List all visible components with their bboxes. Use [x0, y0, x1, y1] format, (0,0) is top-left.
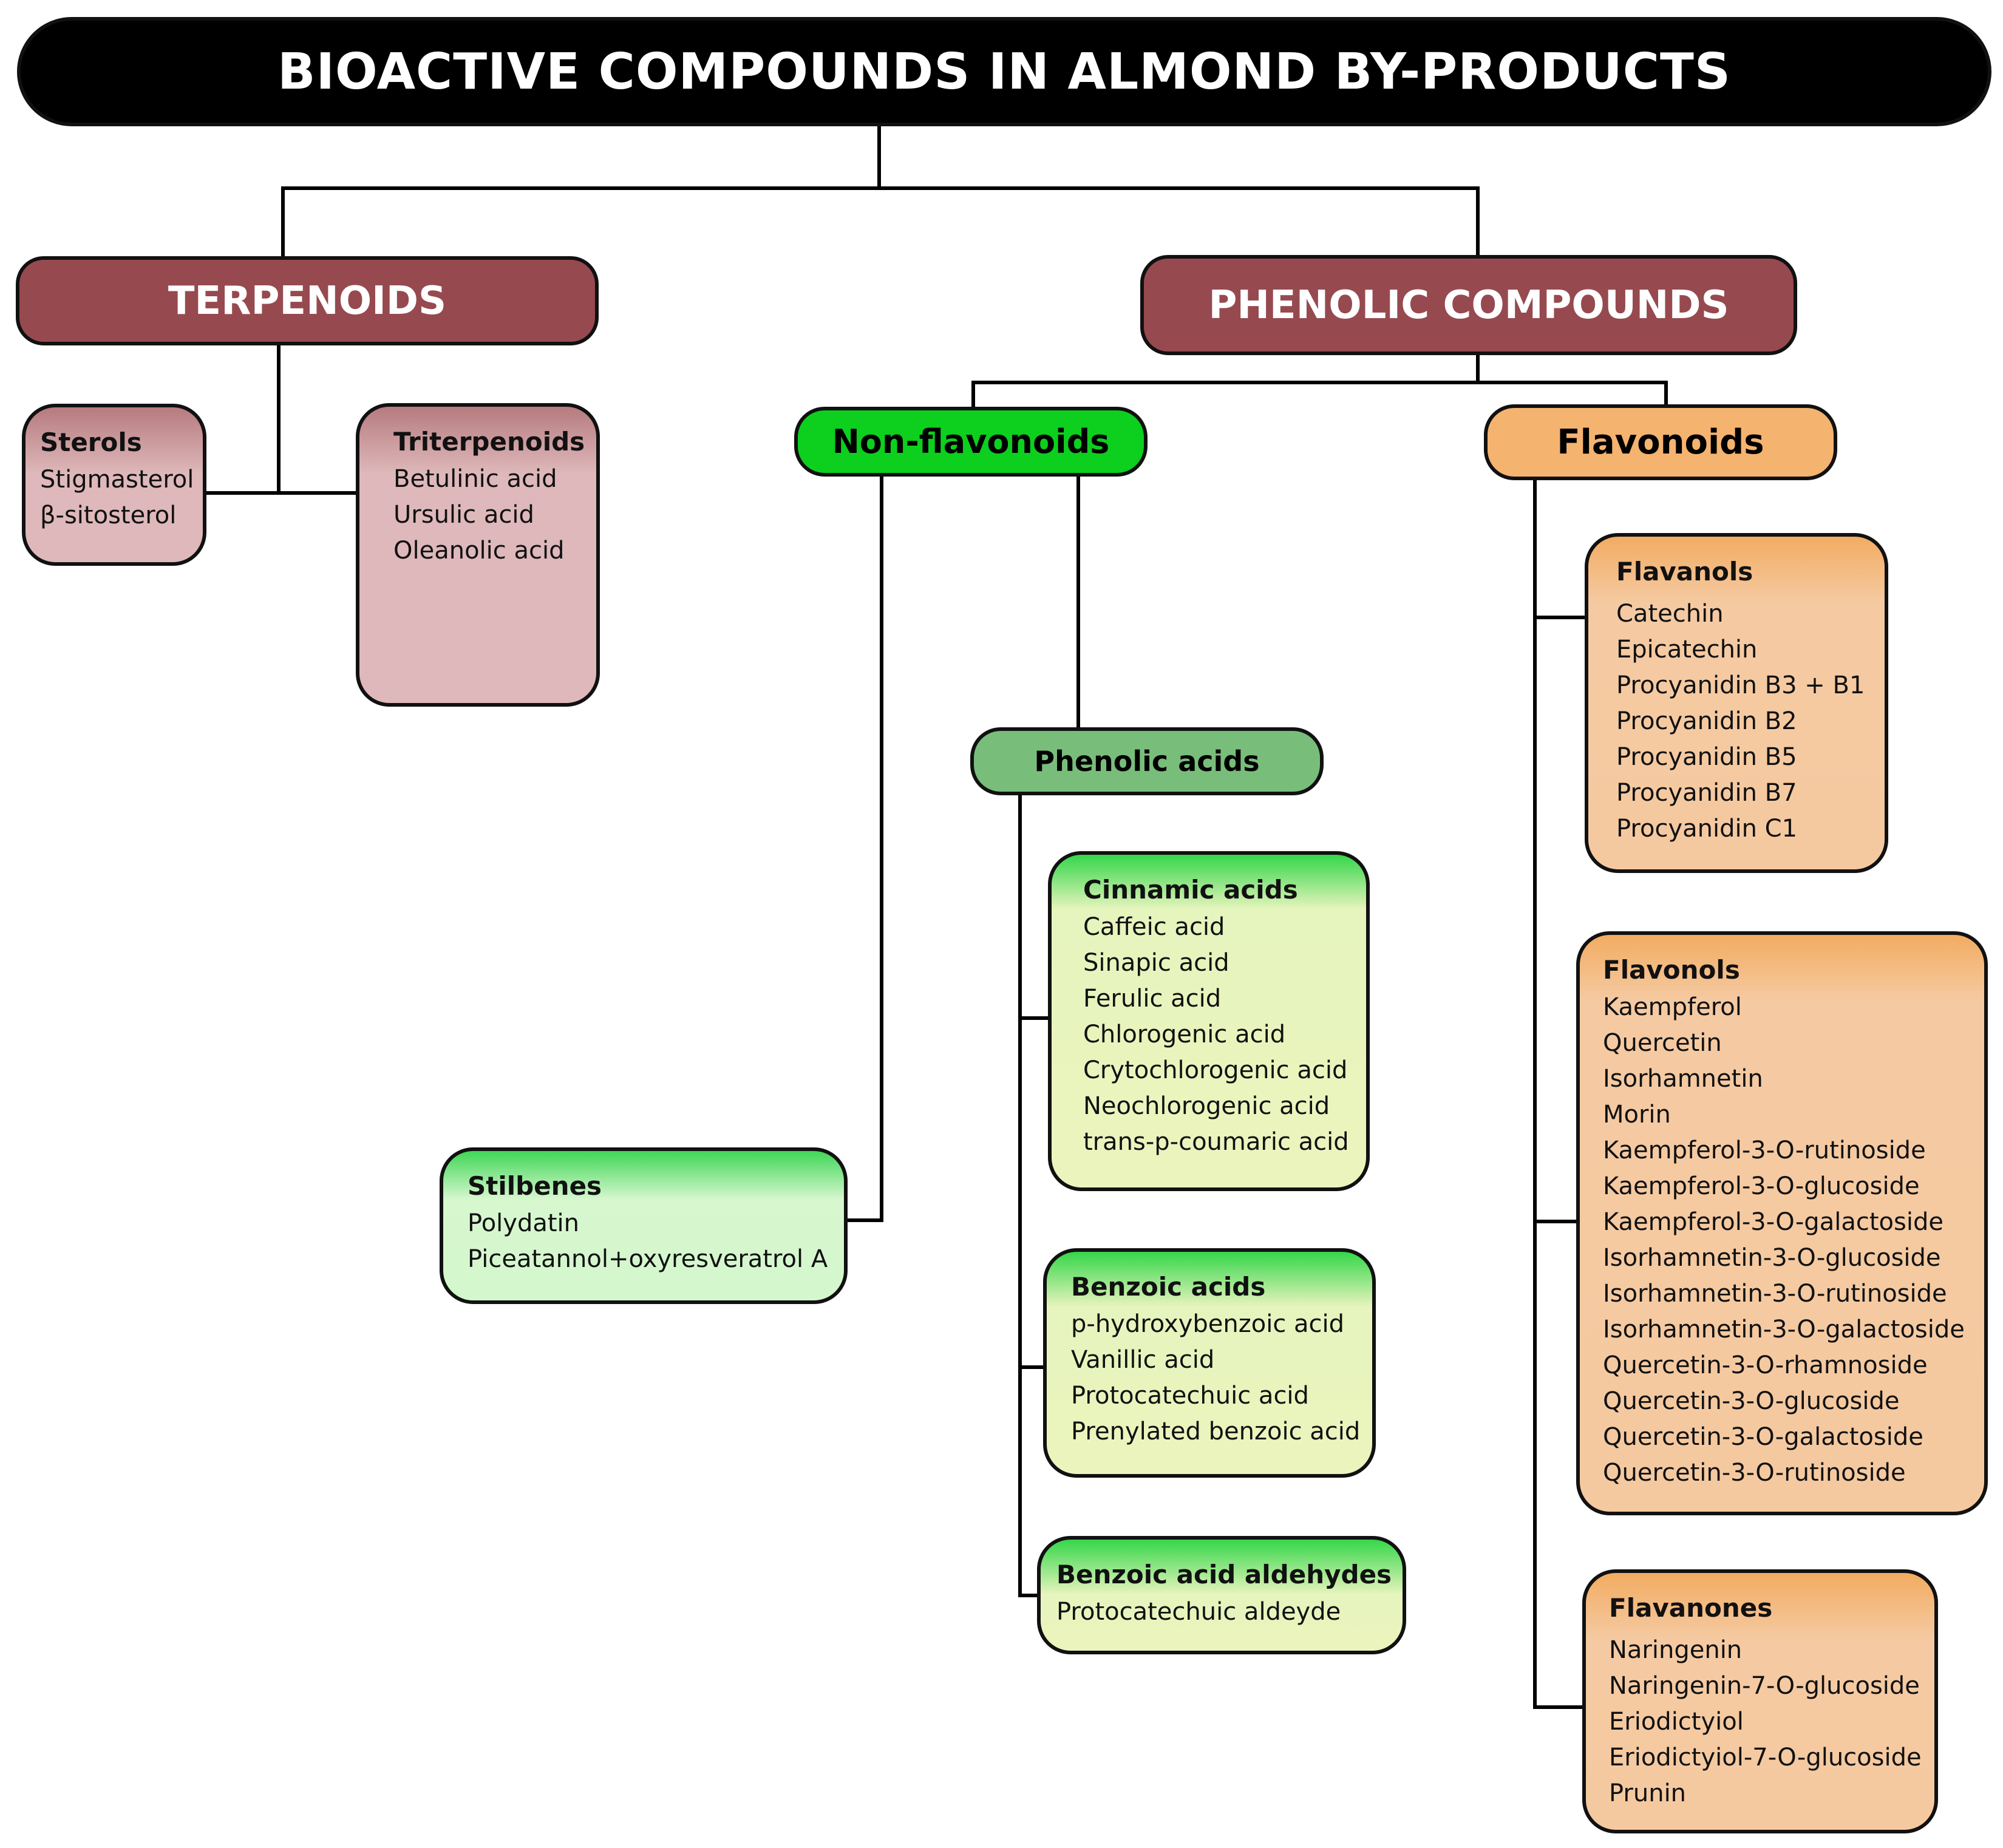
non-flavonoids-node: Non-flavonoids: [794, 407, 1148, 477]
list-item: p-hydroxybenzoic acid: [1071, 1310, 1345, 1338]
stilbenes-title: Stilbenes: [468, 1171, 602, 1201]
triterpenoids-title: Triterpenoids: [393, 427, 585, 457]
list-item: Isorhamnetin-3-O-rutinoside: [1603, 1280, 1947, 1308]
list-item: Vanillic acid: [1071, 1346, 1215, 1374]
list-item: Kaempferol-3-O-glucoside: [1603, 1172, 1920, 1200]
list-item: Crytochlorogenic acid: [1083, 1056, 1348, 1084]
list-item: Isorhamnetin-3-O-galactoside: [1603, 1316, 1965, 1344]
list-item: Procyanidin B3 + B1: [1616, 671, 1865, 699]
list-item: Betulinic acid: [393, 465, 557, 493]
list-item: Isorhamnetin: [1603, 1065, 1763, 1093]
list-item: Eriodictyiol: [1609, 1708, 1744, 1736]
terpenoid-connector: [203, 344, 359, 495]
list-item: Protocatechuic acid: [1071, 1382, 1309, 1410]
benzoic-acid-aldehydes-box: Benzoic acid aldehydes Protocatechuic al…: [1037, 1536, 1406, 1654]
phenolic-acids-label: Phenolic acids: [1034, 745, 1260, 778]
list-item: Piceatannol+oxyresveratrol A: [468, 1245, 828, 1273]
triterpenoids-box: Triterpenoids Betulinic acid Ursulic aci…: [356, 403, 600, 707]
list-item: Quercetin-3-O-galactoside: [1603, 1423, 1923, 1451]
list-item: Kaempferol-3-O-rutinoside: [1603, 1136, 1926, 1164]
title-text: BIOACTIVE COMPOUNDS IN ALMOND BY-PRODUCT…: [277, 42, 1731, 101]
list-item: Sinapic acid: [1083, 949, 1229, 977]
non-flavonoids-label: Non-flavonoids: [832, 423, 1110, 461]
list-item: Prenylated benzoic acid: [1071, 1418, 1361, 1445]
phenolic-compounds-node: PHENOLIC COMPOUNDS: [1140, 255, 1797, 355]
list-item: Procyanidin B7: [1616, 779, 1797, 807]
list-item: Catechin: [1616, 600, 1724, 628]
list-item: Naringenin: [1609, 1636, 1743, 1664]
sterols-box: Sterols Stigmasterol β-sitosterol: [22, 404, 206, 566]
list-item: Prunin: [1609, 1779, 1687, 1807]
title-connector: [281, 123, 1480, 260]
phenolic-compounds-label: PHENOLIC COMPOUNDS: [1208, 282, 1729, 328]
list-item: Quercetin-3-O-rutinoside: [1603, 1459, 1906, 1487]
cinnamic-acids-title: Cinnamic acids: [1083, 875, 1298, 905]
cinnamic-acids-box: Cinnamic acids Caffeic acid Sinapic acid…: [1048, 851, 1370, 1191]
list-item: Procyanidin B2: [1616, 707, 1797, 735]
diagram-title: BIOACTIVE COMPOUNDS IN ALMOND BY-PRODUCT…: [17, 17, 1991, 126]
list-item: Kaempferol: [1603, 993, 1742, 1021]
list-item: Stigmasterol: [40, 466, 194, 494]
benzoic-acids-title: Benzoic acids: [1071, 1272, 1266, 1302]
list-item: Isorhamnetin-3-O-glucoside: [1603, 1244, 1941, 1272]
list-item: Chlorogenic acid: [1083, 1021, 1286, 1048]
phenolic-acids-connector: [1018, 793, 1052, 1597]
phenolic-acids-node: Phenolic acids: [970, 727, 1324, 795]
list-item: Quercetin-3-O-glucoside: [1603, 1387, 1900, 1415]
list-item: Morin: [1603, 1101, 1671, 1129]
terpenoids-label: TERPENOIDS: [168, 278, 447, 324]
list-item: Epicatechin: [1616, 636, 1758, 664]
list-item: Naringenin-7-O-glucoside: [1609, 1672, 1920, 1700]
stilbenes-box: Stilbenes Polydatin Piceatannol+oxyresve…: [440, 1147, 848, 1304]
flavanols-title: Flavanols: [1616, 557, 1753, 586]
flavanols-box: Flavanols Catechin Epicatechin Procyanid…: [1585, 533, 1888, 873]
list-item: β-sitosterol: [40, 501, 177, 529]
list-item: Polydatin: [468, 1209, 580, 1237]
sterols-title: Sterols: [40, 427, 142, 457]
flavanones-title: Flavanones: [1609, 1593, 1773, 1623]
list-item: Neochlorogenic acid: [1083, 1092, 1330, 1120]
flavonols-box: Flavonols Kaempferol Quercetin Isorhamne…: [1576, 931, 1988, 1515]
benzoic-acids-box: Benzoic acids p-hydroxybenzoic acid Vani…: [1043, 1248, 1376, 1478]
list-item: Protocatechuic aldeyde: [1056, 1598, 1341, 1626]
flavonoids-label: Flavonoids: [1557, 423, 1764, 462]
list-item: Kaempferol-3-O-galactoside: [1603, 1208, 1943, 1236]
non-flavonoid-connector: [845, 473, 1080, 1222]
list-item: Oleanolic acid: [393, 537, 565, 565]
flavanones-box: Flavanones Naringenin Naringenin-7-O-glu…: [1582, 1569, 1938, 1833]
flavonoid-connector: [1533, 477, 1588, 1709]
list-item: Caffeic acid: [1083, 913, 1225, 941]
list-item: Ferulic acid: [1083, 985, 1222, 1013]
terpenoids-node: TERPENOIDS: [16, 256, 599, 345]
list-item: Eriodictyiol-7-O-glucoside: [1609, 1744, 1922, 1772]
list-item: Quercetin: [1603, 1029, 1722, 1057]
phenolic-connector: [971, 352, 1668, 410]
list-item: Procyanidin C1: [1616, 815, 1798, 843]
list-item: Procyanidin B5: [1616, 743, 1797, 771]
benzoic-acid-aldehydes-title: Benzoic acid aldehydes: [1056, 1560, 1392, 1589]
list-item: trans-p-coumaric acid: [1083, 1128, 1349, 1156]
list-item: Quercetin-3-O-rhamnoside: [1603, 1351, 1928, 1379]
list-item: Ursulic acid: [393, 501, 534, 529]
flavonols-title: Flavonols: [1603, 955, 1740, 985]
flavonoids-node: Flavonoids: [1484, 404, 1837, 480]
